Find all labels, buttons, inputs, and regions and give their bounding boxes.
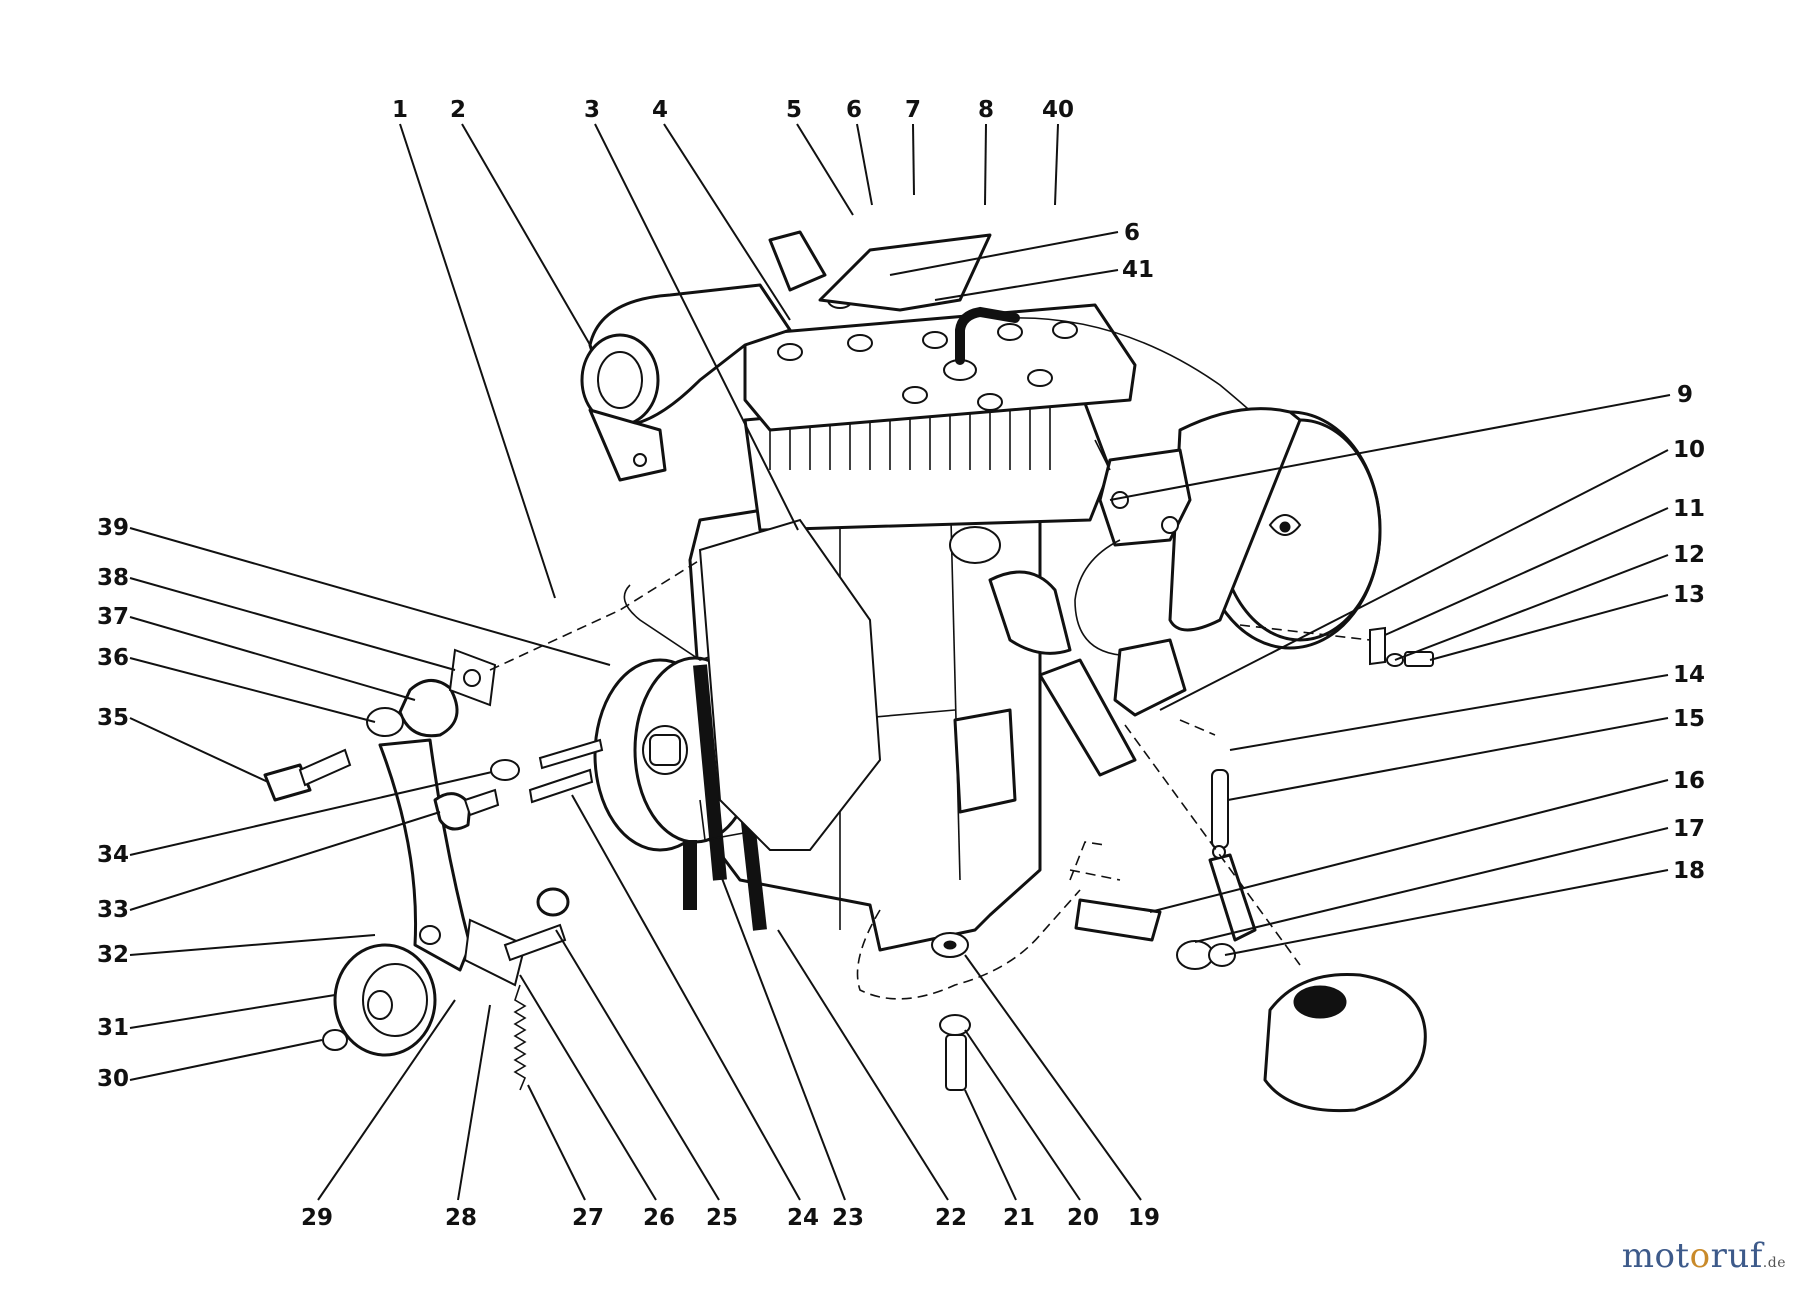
label-36: 36 <box>97 645 129 671</box>
label-23: 23 <box>832 1205 864 1231</box>
watermark: motoruf.de <box>1622 1236 1786 1276</box>
label-1: 1 <box>392 97 408 123</box>
label-7: 7 <box>905 97 921 123</box>
label-33: 33 <box>97 897 129 923</box>
label-3: 3 <box>584 97 600 123</box>
label-8: 8 <box>978 97 994 123</box>
label-25: 25 <box>706 1205 738 1231</box>
label-13: 13 <box>1673 582 1705 608</box>
watermark-suffix: .de <box>1762 1255 1786 1271</box>
label-39: 39 <box>97 515 129 541</box>
label-16: 16 <box>1673 768 1705 794</box>
label-18: 18 <box>1673 858 1705 884</box>
watermark-prefix: mot <box>1621 1236 1690 1276</box>
label-20: 20 <box>1067 1205 1099 1231</box>
label-14: 14 <box>1673 662 1705 688</box>
label-10: 10 <box>1673 437 1705 463</box>
watermark-rest: ruf <box>1710 1236 1763 1276</box>
label-28: 28 <box>445 1205 477 1231</box>
label-32: 32 <box>97 942 129 968</box>
label-11: 11 <box>1673 496 1705 522</box>
callout-labels: 1 2 3 4 5 6 7 8 40 6 41 9 10 11 12 13 14… <box>97 97 1705 1231</box>
label-40: 40 <box>1042 97 1074 123</box>
label-2: 2 <box>450 97 466 123</box>
label-37: 37 <box>97 604 129 630</box>
label-34: 34 <box>97 842 129 868</box>
label-4: 4 <box>652 97 668 123</box>
label-19: 19 <box>1128 1205 1160 1231</box>
label-21: 21 <box>1003 1205 1035 1231</box>
label-15: 15 <box>1673 706 1705 732</box>
label-41: 41 <box>1122 257 1154 283</box>
label-6: 6 <box>846 97 862 123</box>
label-35: 35 <box>97 705 129 731</box>
label-24: 24 <box>787 1205 819 1231</box>
label-26: 26 <box>643 1205 675 1231</box>
leader-lines <box>129 123 1671 1201</box>
label-6b: 6 <box>1124 220 1140 246</box>
label-5: 5 <box>786 97 802 123</box>
label-38: 38 <box>97 565 129 591</box>
label-17: 17 <box>1673 816 1705 842</box>
label-31: 31 <box>97 1015 129 1041</box>
engine-drawing <box>263 230 1434 1113</box>
label-22: 22 <box>935 1205 967 1231</box>
label-12: 12 <box>1673 542 1705 568</box>
label-29: 29 <box>301 1205 333 1231</box>
label-30: 30 <box>97 1066 129 1092</box>
label-27: 27 <box>572 1205 604 1231</box>
watermark-o: o <box>1689 1236 1711 1276</box>
label-9: 9 <box>1677 382 1693 408</box>
